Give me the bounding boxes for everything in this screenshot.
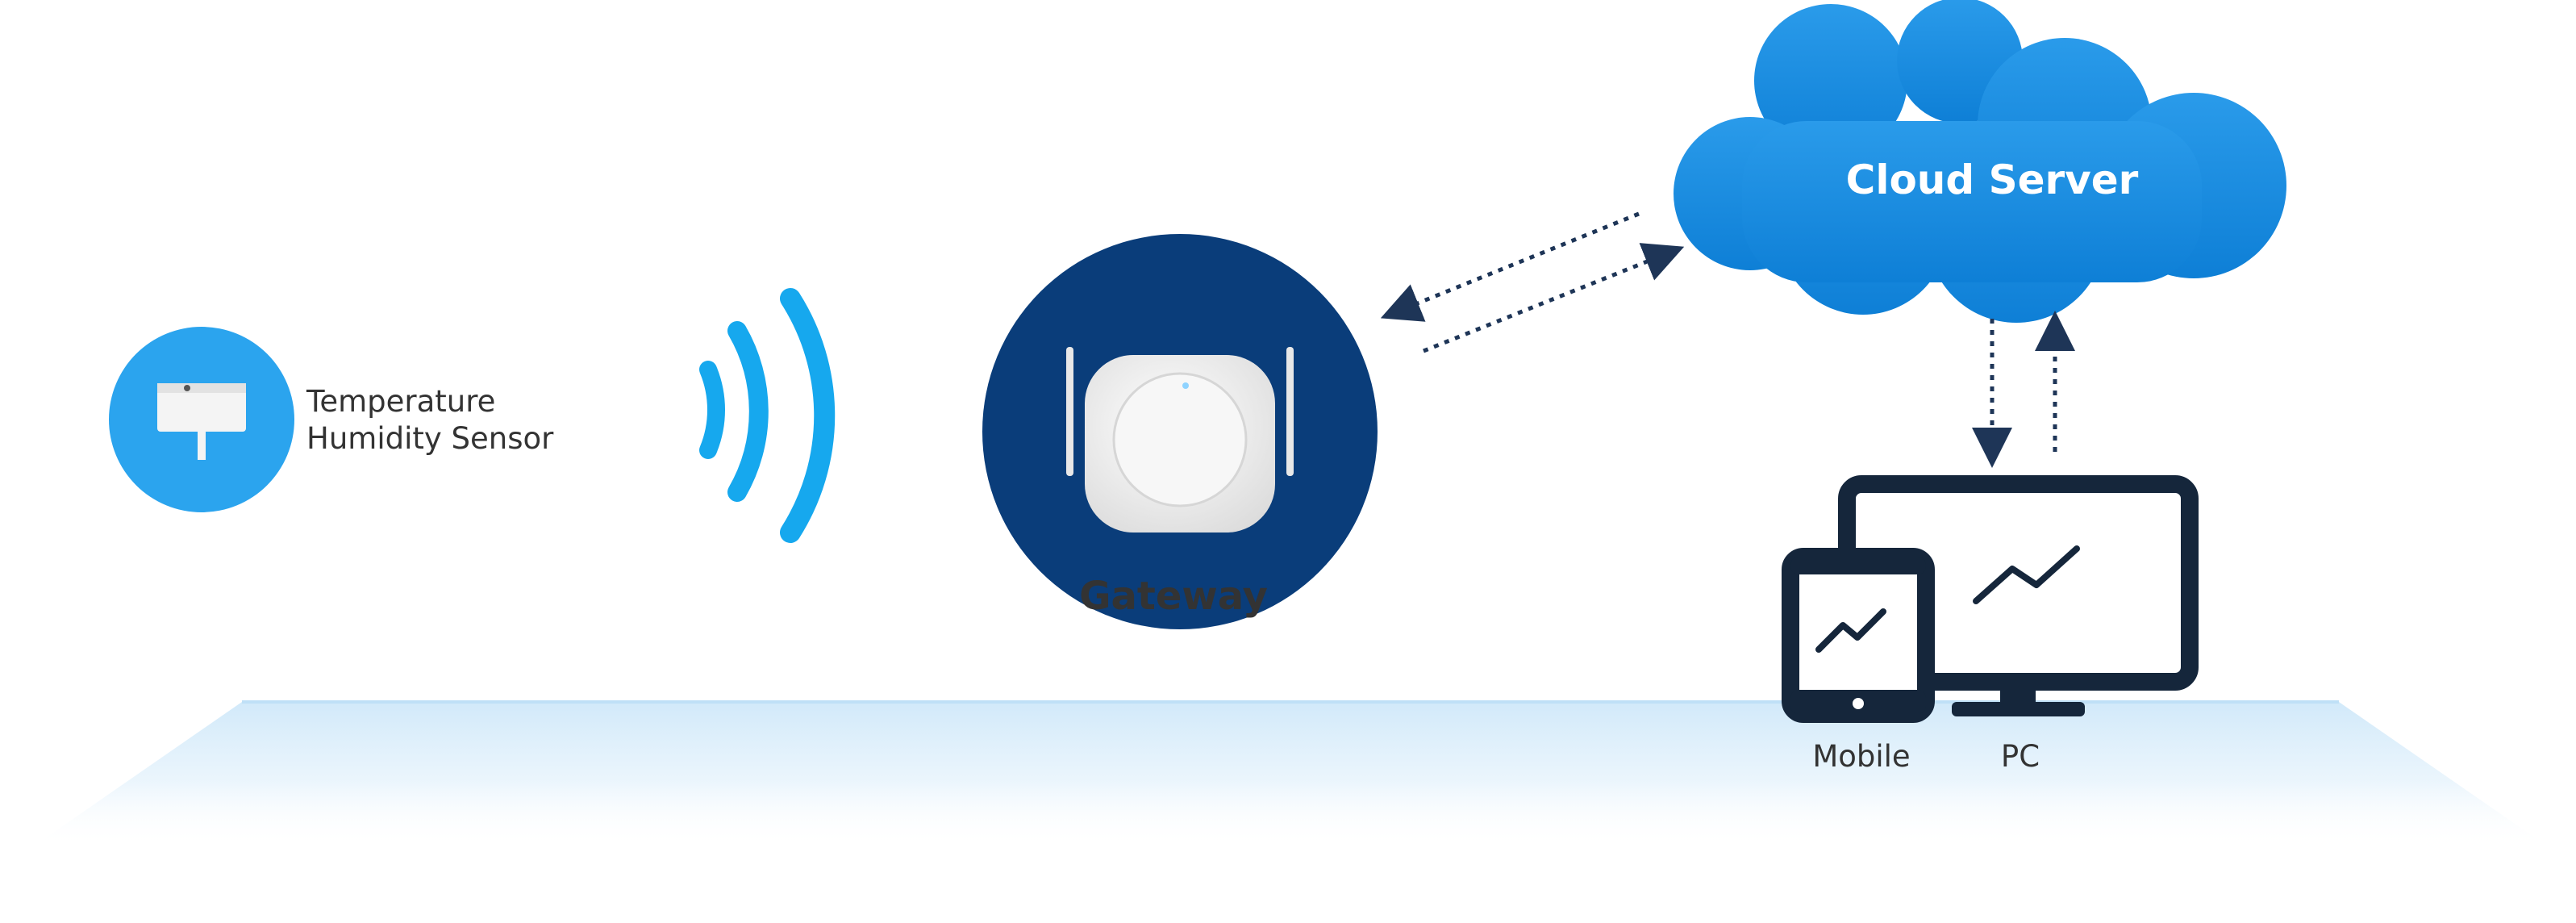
phone-top-bezel: [1790, 557, 1926, 574]
cloud-label: Cloud Server: [1846, 157, 2139, 203]
sensor-label-line1: Temperature: [306, 384, 495, 419]
antenna-right: [1286, 347, 1294, 476]
wave-middle: [727, 321, 769, 502]
arrow-cloud-to-gateway: [1380, 211, 1640, 322]
router-led: [1182, 382, 1189, 389]
gateway-label: Gateway: [1079, 574, 1268, 619]
gateway-cloud-connection: [1380, 211, 1685, 353]
gateway-node: [982, 234, 1378, 629]
wave-outer: [780, 288, 836, 543]
router-dome: [1112, 372, 1248, 507]
sensor-probe: [198, 432, 206, 460]
arrow-gateway-to-cloud: [1423, 243, 1685, 353]
cloud-devices-connection: [1972, 311, 2075, 468]
cloud-body: [1742, 121, 2202, 282]
smartphone-icon: [1782, 548, 1935, 723]
sensor-top: [157, 383, 246, 393]
mobile-label: Mobile: [1812, 739, 1910, 774]
floor-platform: [32, 702, 2549, 847]
phone-home-button: [1853, 698, 1864, 709]
cloud-icon: [1674, 0, 2286, 323]
wifi-waves-icon: [699, 288, 836, 543]
monitor-base: [1952, 702, 2085, 716]
sensor-body: [157, 383, 246, 432]
sensor-label-line2: Humidity Sensor: [306, 421, 554, 456]
router-icon: [1066, 347, 1294, 532]
wave-inner: [699, 361, 725, 459]
mobile-trend-line: [1815, 608, 1886, 653]
antenna-left: [1066, 347, 1073, 476]
pc-label: PC: [2001, 739, 2040, 774]
pc-trend-line: [1973, 545, 2080, 604]
sensor-logo: [184, 385, 190, 391]
cloud-puff-1: [1754, 4, 1907, 157]
sensor-node: [109, 327, 294, 512]
